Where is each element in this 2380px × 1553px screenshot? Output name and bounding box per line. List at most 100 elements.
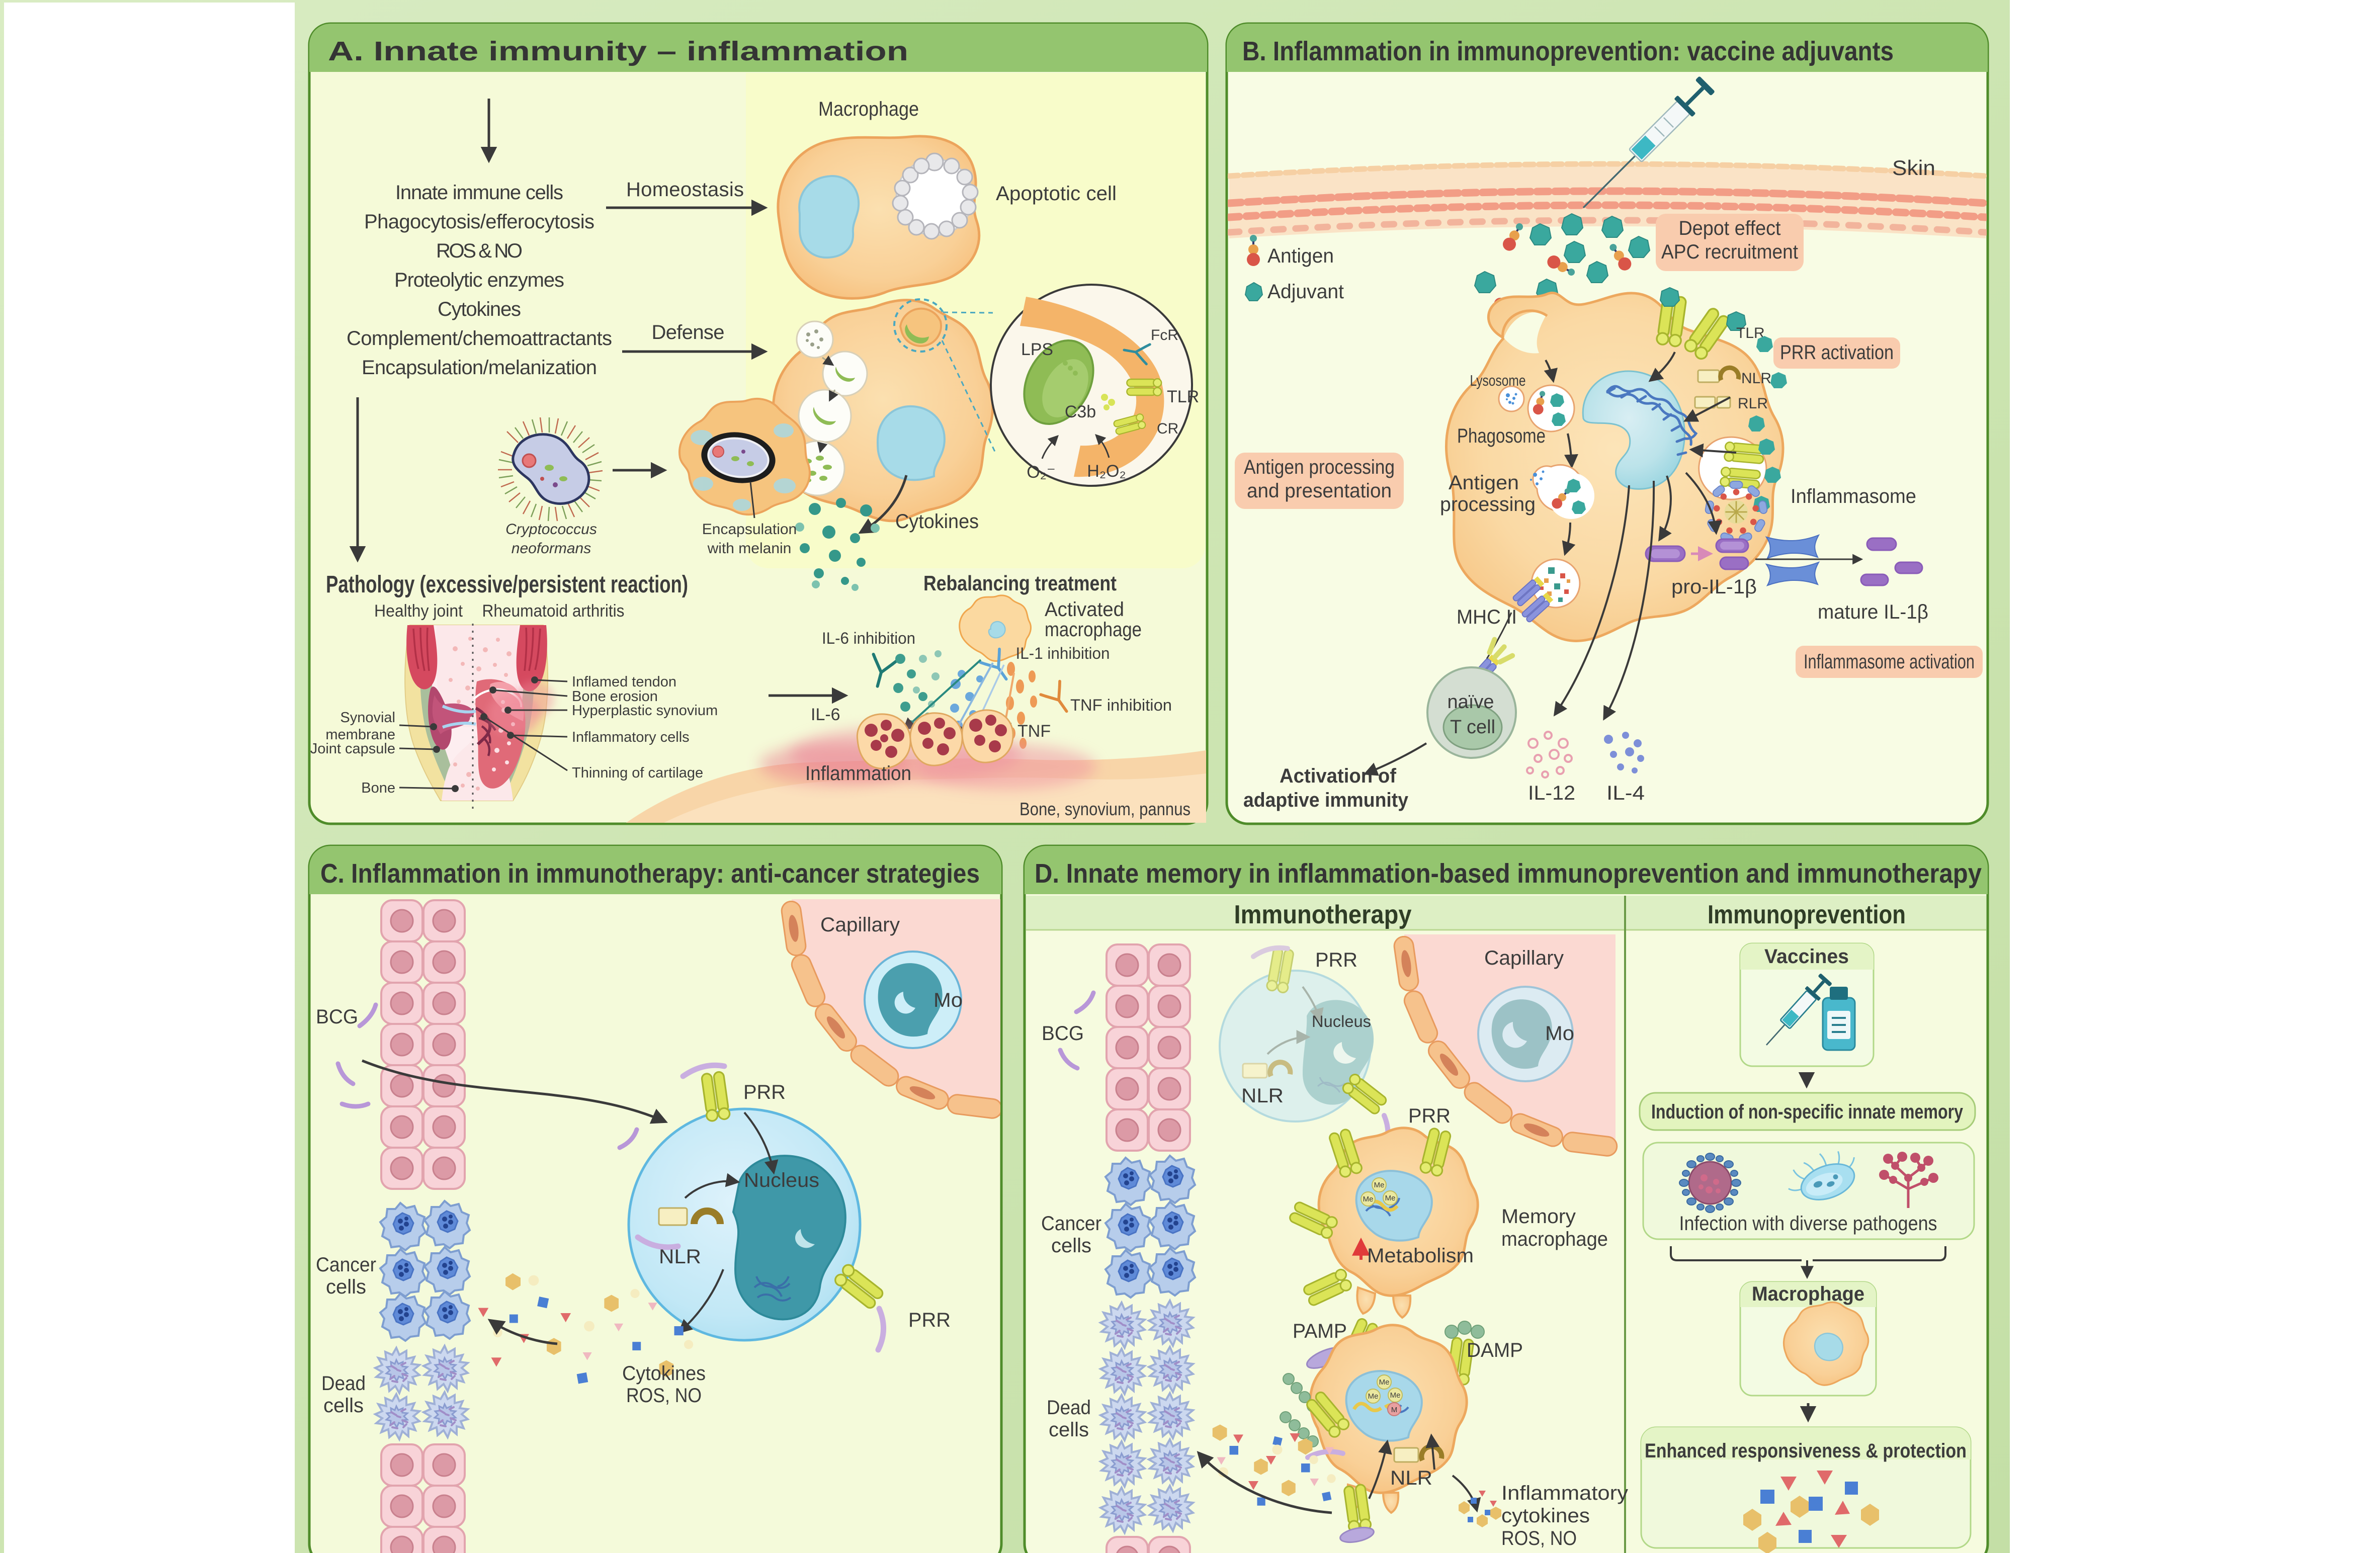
svg-text:O₂⁻: O₂⁻ (1027, 463, 1056, 482)
svg-text:Inflammatory cells: Inflammatory cells (572, 729, 690, 745)
svg-text:Antigen processing: Antigen processing (1244, 456, 1395, 478)
svg-text:PRR activation: PRR activation (1780, 341, 1894, 364)
svg-text:B. Inflammation in immunopreve: B. Inflammation in immunoprevention: vac… (1242, 36, 1894, 66)
svg-text:Inflamed tendon: Inflamed tendon (572, 674, 676, 690)
svg-text:Innate immune cells: Innate immune cells (395, 182, 563, 204)
svg-text:Depot effect: Depot effect (1679, 217, 1781, 239)
svg-text:Cytokines: Cytokines (895, 510, 979, 533)
svg-text:Dead: Dead (321, 1372, 366, 1395)
svg-text:Cryptococcus: Cryptococcus (505, 521, 597, 538)
svg-text:IL-6 inhibition: IL-6 inhibition (822, 629, 915, 647)
svg-text:Phagocytosis/efferocytosis: Phagocytosis/efferocytosis (364, 211, 594, 233)
svg-text:mature IL-1β: mature IL-1β (1818, 601, 1928, 623)
svg-text:ROS, NO: ROS, NO (1501, 1527, 1577, 1549)
svg-text:Inflammasome activation: Inflammasome activation (1804, 651, 1975, 673)
svg-text:Dead: Dead (1047, 1397, 1091, 1419)
svg-text:Healthy joint: Healthy joint (374, 601, 463, 621)
svg-text:Defense: Defense (652, 321, 725, 343)
svg-text:Me: Me (1385, 1194, 1396, 1202)
svg-text:Macrophage: Macrophage (818, 98, 919, 120)
svg-text:Thinning of cartilage: Thinning of cartilage (572, 765, 703, 781)
svg-text:Nucleus: Nucleus (744, 1169, 819, 1191)
svg-text:Homeostasis: Homeostasis (626, 179, 744, 201)
svg-text:Me: Me (1363, 1195, 1374, 1203)
svg-text:Skin: Skin (1892, 156, 1935, 180)
svg-text:Cancer: Cancer (1041, 1213, 1101, 1235)
svg-text:Macrophage: Macrophage (1752, 1283, 1864, 1305)
svg-text:processing: processing (1440, 493, 1536, 515)
svg-text:Enhanced responsiveness & prot: Enhanced responsiveness & protection (1645, 1440, 1967, 1462)
svg-text:FcR: FcR (1151, 327, 1178, 343)
svg-text:IL-12: IL-12 (1528, 782, 1575, 804)
svg-text:Activation of: Activation of (1280, 765, 1397, 787)
svg-text:membrane: membrane (325, 727, 395, 743)
svg-text:Me: Me (1379, 1378, 1390, 1387)
svg-text:PRR: PRR (1315, 949, 1357, 971)
svg-text:A. Innate immunity – inflammat: A. Innate immunity – inflammation (328, 36, 908, 66)
svg-text:Encapsulation: Encapsulation (702, 521, 797, 538)
svg-text:Induction of non-specific inna: Induction of non-specific innate memory (1651, 1101, 1964, 1123)
svg-text:Nucleus: Nucleus (1312, 1012, 1371, 1030)
svg-text:naïve: naïve (1448, 692, 1494, 713)
svg-text:Phagosome: Phagosome (1457, 425, 1546, 447)
svg-text:Adjuvant: Adjuvant (1267, 281, 1344, 303)
svg-text:T cell: T cell (1450, 717, 1495, 738)
svg-text:Infection with diverse pathoge: Infection with diverse pathogens (1679, 1213, 1937, 1235)
svg-text:PAMP: PAMP (1293, 1320, 1347, 1342)
svg-text:ROS, NO: ROS, NO (626, 1385, 702, 1407)
svg-text:Complement/chemoattractants: Complement/chemoattractants (347, 327, 612, 350)
svg-text:LPS: LPS (1021, 340, 1053, 359)
svg-text:Capillary: Capillary (1484, 947, 1564, 969)
svg-text:neoformans: neoformans (512, 540, 591, 557)
svg-text:adaptive immunity: adaptive immunity (1243, 789, 1409, 811)
svg-text:BCG: BCG (1042, 1022, 1084, 1045)
svg-text:NLR: NLR (1241, 1085, 1284, 1107)
svg-text:DAMP: DAMP (1467, 1339, 1523, 1361)
svg-text:Me: Me (1390, 1391, 1401, 1400)
svg-text:Bone: Bone (361, 780, 395, 796)
svg-text:Proteolytic enzymes: Proteolytic enzymes (394, 269, 564, 291)
svg-text:Synovial: Synovial (340, 710, 395, 726)
svg-text:Mo: Mo (1545, 1022, 1574, 1045)
svg-text:CR: CR (1157, 420, 1178, 437)
svg-text:Bone, synovium, pannus: Bone, synovium, pannus (1019, 799, 1191, 819)
svg-text:Mo: Mo (933, 989, 963, 1011)
svg-text:H₂O₂: H₂O₂ (1087, 462, 1126, 481)
svg-text:with melanin: with melanin (707, 540, 792, 557)
svg-text:PRR: PRR (908, 1309, 951, 1331)
svg-text:NLR: NLR (1390, 1467, 1432, 1489)
svg-text:Lysosome: Lysosome (1470, 372, 1526, 389)
svg-text:Immunoprevention: Immunoprevention (1708, 900, 1906, 929)
svg-text:Metabolism: Metabolism (1367, 1245, 1474, 1267)
svg-text:TLR: TLR (1167, 387, 1199, 406)
svg-text:Rheumatoid arthritis: Rheumatoid arthritis (482, 601, 625, 621)
svg-text:IL-1 inhibition: IL-1 inhibition (1016, 644, 1110, 662)
svg-text:Vaccines: Vaccines (1764, 945, 1849, 968)
svg-text:Me: Me (1374, 1181, 1385, 1189)
svg-text:Activated: Activated (1045, 598, 1124, 621)
svg-text:Encapsulation/melanization: Encapsulation/melanization (362, 357, 597, 379)
svg-text:PRR: PRR (743, 1081, 786, 1103)
svg-text:C. Inflammation in immunothera: C. Inflammation in immunotherapy: anti-c… (320, 858, 980, 889)
svg-text:Cancer: Cancer (316, 1254, 376, 1276)
svg-text:Me: Me (1368, 1392, 1379, 1401)
svg-text:macrophage: macrophage (1045, 619, 1142, 641)
svg-text:Joint capsule: Joint capsule (310, 741, 395, 757)
svg-text:Pathology (excessive/persisten: Pathology (excessive/persistent reaction… (326, 571, 688, 598)
svg-text:Cytokines: Cytokines (622, 1362, 706, 1385)
svg-text:PRR: PRR (1408, 1105, 1451, 1127)
svg-text:NLR: NLR (659, 1246, 701, 1268)
svg-text:cells: cells (1051, 1235, 1091, 1257)
svg-text:C3b: C3b (1065, 402, 1096, 421)
svg-text:Capillary: Capillary (820, 914, 900, 936)
svg-text:Inflammation: Inflammation (805, 762, 911, 785)
svg-text:Memory: Memory (1501, 1205, 1576, 1228)
svg-text:RLR: RLR (1738, 395, 1768, 412)
svg-text:pro-IL-1β: pro-IL-1β (1671, 576, 1757, 598)
svg-text:and presentation: and presentation (1247, 480, 1392, 502)
svg-text:Rebalancing treatment: Rebalancing treatment (923, 571, 1117, 595)
svg-text:IL-4: IL-4 (1606, 782, 1645, 804)
svg-text:IL-6: IL-6 (811, 705, 840, 724)
svg-text:TNF inhibition: TNF inhibition (1070, 696, 1172, 714)
svg-text:TNF: TNF (1017, 722, 1051, 741)
